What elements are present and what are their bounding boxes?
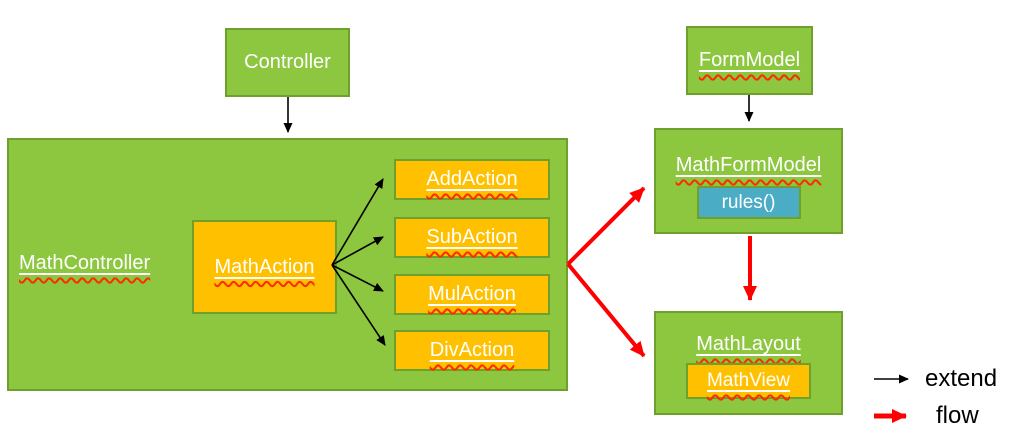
node-rules-label: rules() <box>721 191 776 213</box>
node-math-view: MathView <box>686 363 811 399</box>
node-mul-action: MulAction <box>394 274 550 315</box>
node-math-view-label: MathView <box>706 370 791 391</box>
node-controller-label: Controller <box>244 51 331 73</box>
node-form-model-label: FormModel <box>698 49 801 71</box>
flow-arrow-mathcontroller-to-mathlayout <box>566 262 646 358</box>
node-math-controller-label: MathController <box>19 252 151 274</box>
node-rules: rules() <box>696 186 801 219</box>
node-div-action-label: DivAction <box>429 339 515 361</box>
node-div-action: DivAction <box>394 330 550 371</box>
node-math-action-label: MathAction <box>214 255 315 278</box>
node-sub-action-label: SubAction <box>426 226 518 248</box>
node-add-action-label: AddAction <box>426 168 518 190</box>
legend-extend-label: extend <box>925 365 998 392</box>
node-controller: Controller <box>225 28 350 97</box>
node-form-model: FormModel <box>686 26 813 95</box>
legend-flow-label: flow <box>936 402 979 429</box>
node-math-layout: MathLayout MathView <box>654 311 843 415</box>
node-mul-action-label: MulAction <box>428 283 516 305</box>
flow-arrow-mathcontroller-to-mathformmodel <box>566 186 646 266</box>
node-math-form-model-label: MathFormModel <box>675 154 822 176</box>
node-add-action: AddAction <box>394 159 550 200</box>
node-sub-action: SubAction <box>394 217 550 258</box>
node-math-layout-label: MathLayout <box>696 333 801 355</box>
node-math-controller: MathController MathAction AddAction SubA… <box>7 138 568 391</box>
node-math-form-model: MathFormModel rules() <box>654 128 843 234</box>
node-math-action: MathAction <box>192 220 337 314</box>
